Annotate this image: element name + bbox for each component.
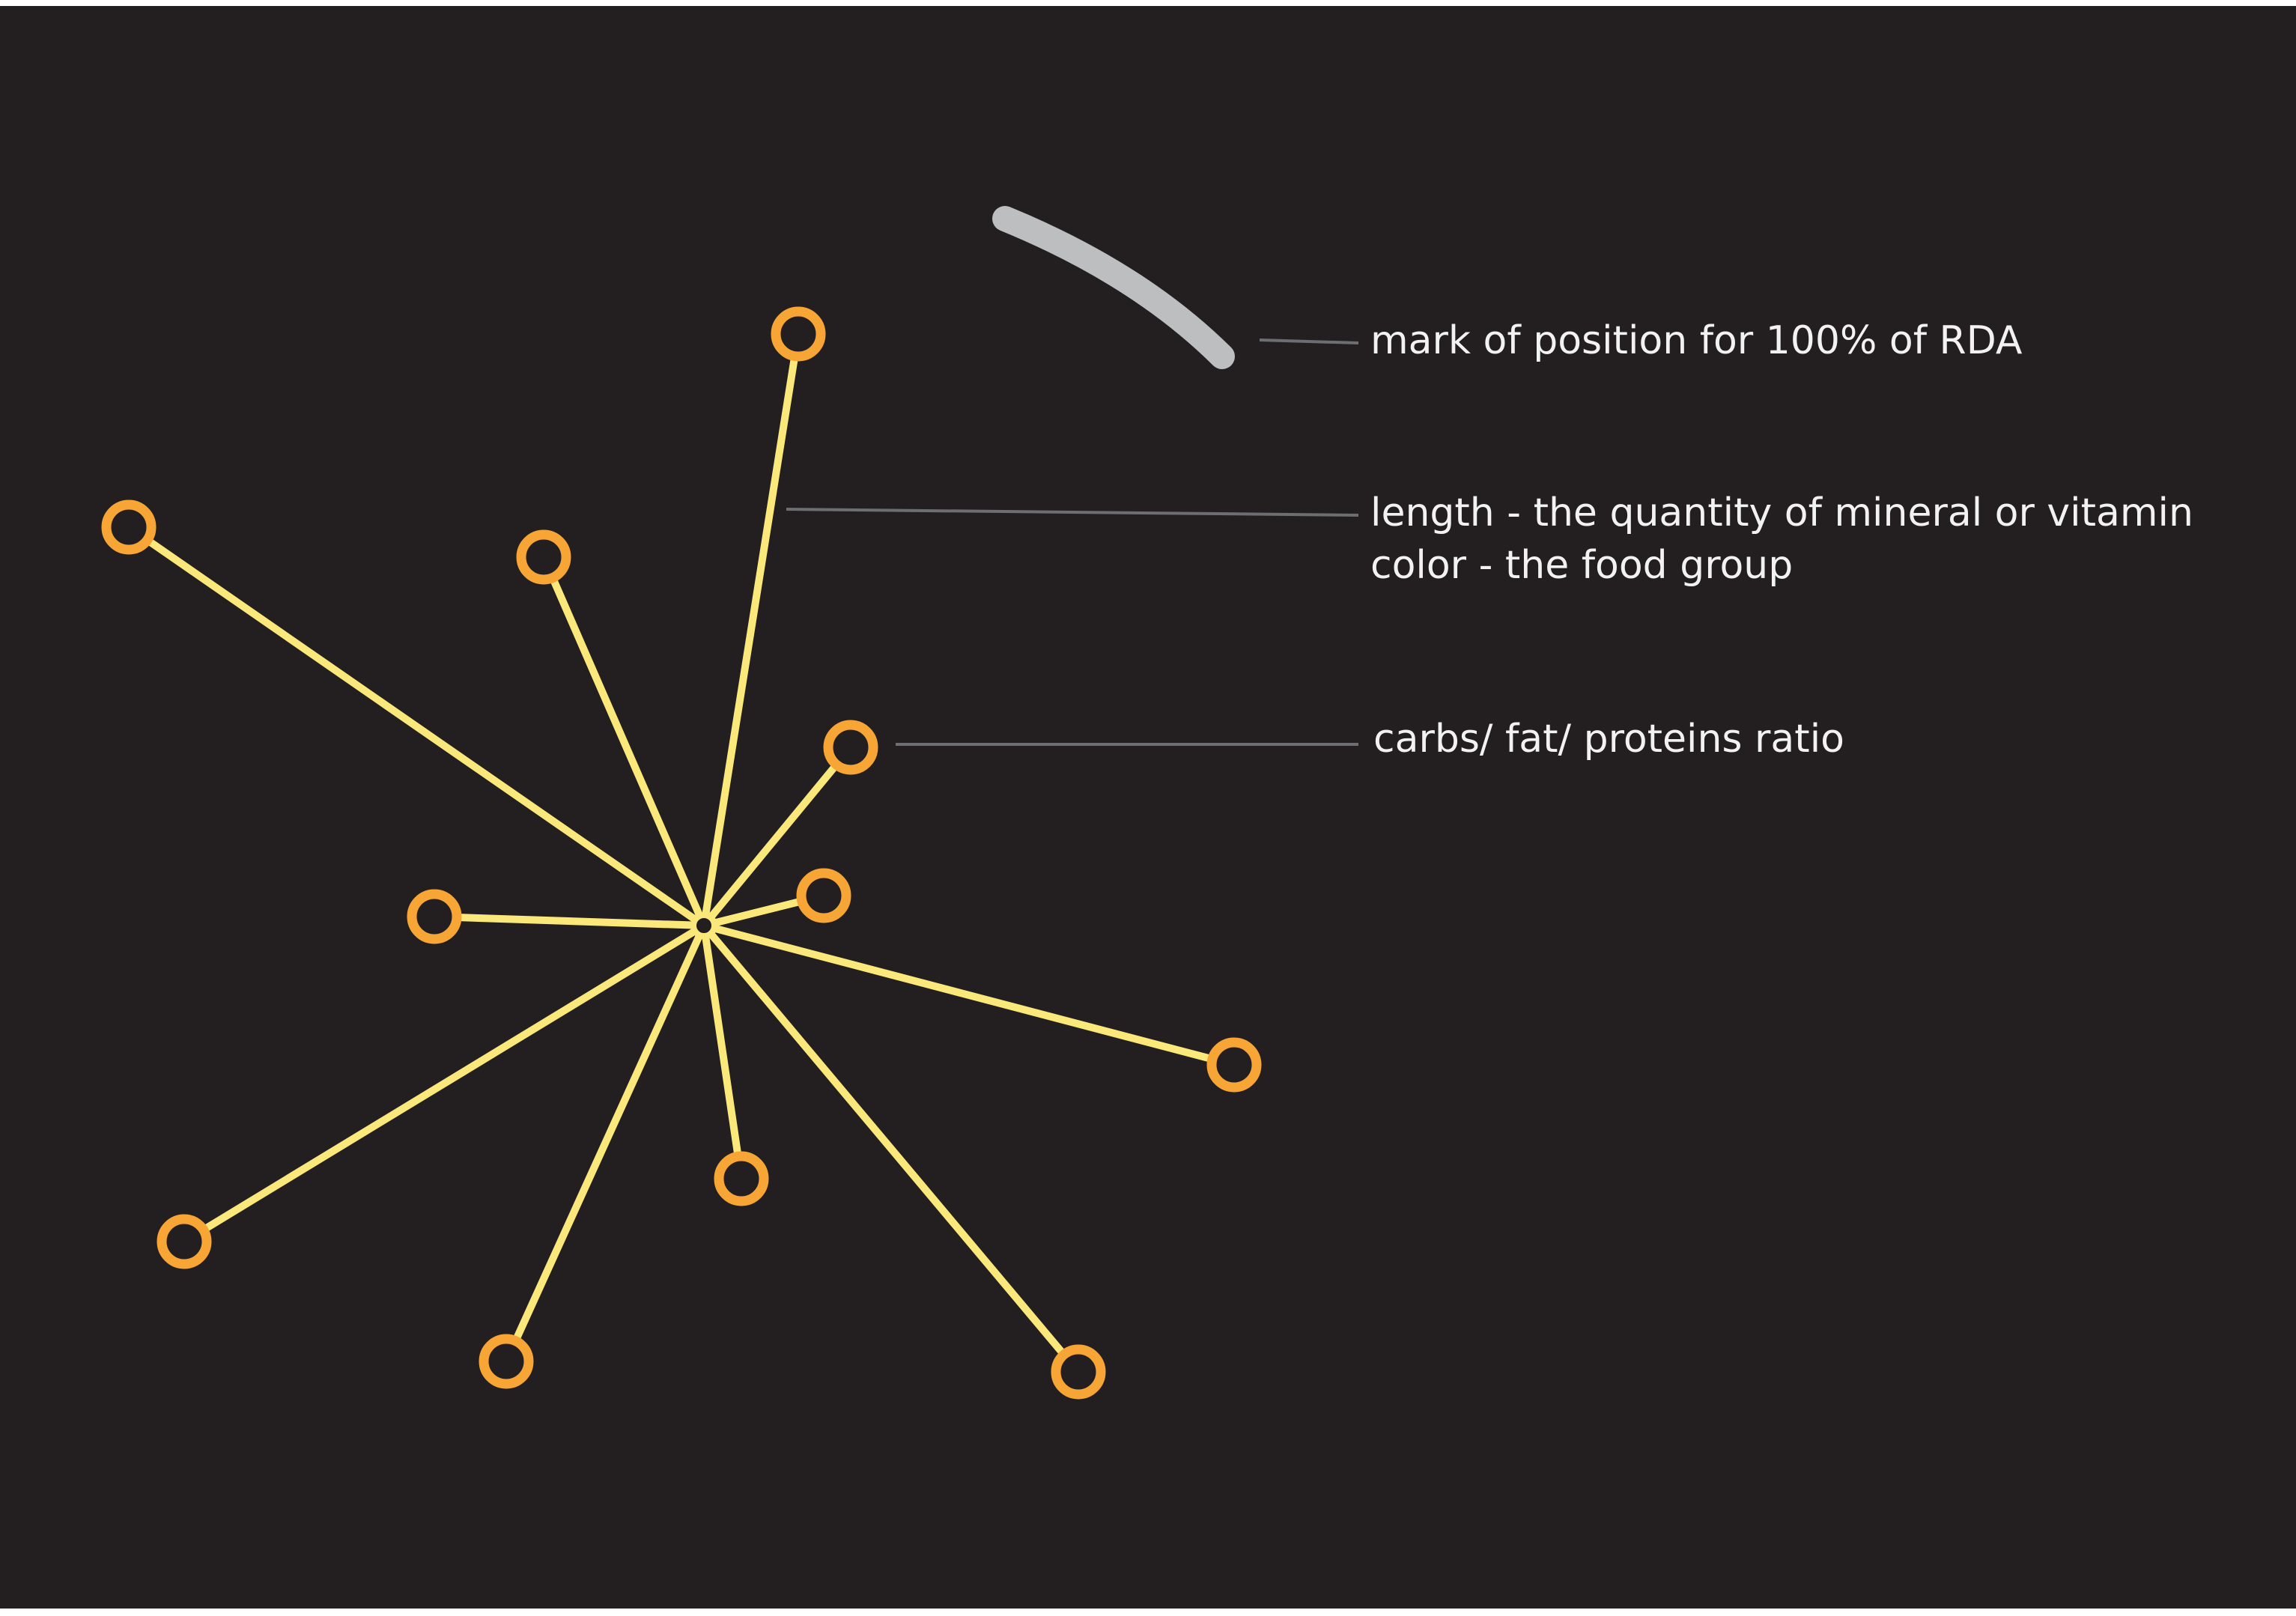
spoke-7-node	[1206, 1037, 1262, 1093]
spoke-2-line	[125, 523, 708, 929]
rda-mark-arc	[992, 206, 1235, 369]
spoke-5-node	[407, 889, 462, 944]
length-legend-label: length - the quantity of mineral or vita…	[1370, 490, 2193, 535]
spoke-9-line	[700, 922, 745, 1182]
spoke-7-line	[700, 922, 1238, 1069]
rda-mark-label: mark of position for 100% of RDA	[1370, 318, 2023, 363]
spoke-10-node	[479, 1334, 534, 1389]
spoke-4-line	[700, 744, 854, 929]
spoke-2-node	[101, 499, 157, 555]
spoke-5-line	[431, 913, 708, 929]
spoke-1-node	[771, 306, 826, 362]
rda-leader-line	[1259, 338, 1359, 344]
spoke-11-line	[700, 922, 1082, 1376]
color-legend-label: color - the food group	[1370, 543, 1793, 588]
spoke-6-node	[796, 868, 851, 923]
nodes-group	[101, 306, 1262, 1400]
spoke-11-node	[1051, 1344, 1106, 1400]
spokes-group	[125, 330, 1238, 1376]
spoke-1-line	[700, 330, 802, 929]
spoke-4-node	[823, 720, 878, 775]
spoke-8-line	[180, 922, 708, 1245]
spoke-3-line	[540, 553, 708, 929]
spoke-10-line	[502, 922, 708, 1365]
length-leader-line	[786, 508, 1359, 517]
ratio-legend-label: carbs/ fat/ proteins ratio	[1373, 717, 1844, 762]
spoke-9-node	[714, 1151, 769, 1206]
center-hub	[690, 912, 717, 939]
diagram-background	[0, 6, 2296, 1609]
spoke-8-node	[157, 1214, 212, 1269]
spoke-3-node	[516, 529, 571, 585]
